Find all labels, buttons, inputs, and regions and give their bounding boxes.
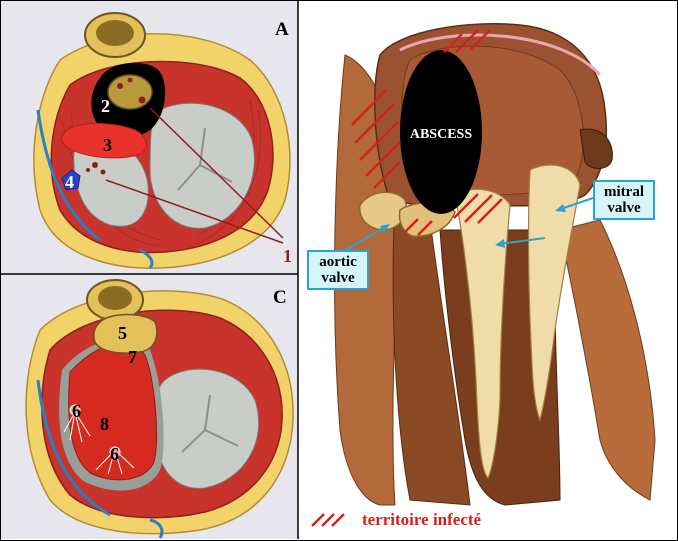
panel-c-label-5: 5 bbox=[118, 323, 127, 343]
panel-a-aorta-lumen bbox=[96, 20, 134, 46]
abscess-label: ABSCESS bbox=[410, 127, 472, 142]
mitral-valve-label: mitral valve bbox=[593, 180, 655, 220]
aortic-valve-label-line-1: aortic bbox=[313, 254, 363, 270]
legend-text: territoire infecté bbox=[362, 510, 481, 530]
aortic-valve-label-line-2: valve bbox=[313, 270, 363, 286]
panel-a-label-2: 2 bbox=[101, 96, 110, 116]
aortic-valve-label: aortic valve bbox=[307, 250, 369, 290]
panel-c-label-6b: 6 bbox=[110, 444, 119, 464]
panel-c bbox=[26, 280, 293, 538]
panel-c-label-8: 8 bbox=[100, 414, 109, 434]
panel-c-aorta-lumen bbox=[98, 286, 132, 310]
panel-c-label-7: 7 bbox=[128, 347, 137, 367]
mitral-valve-label-line-1: mitral bbox=[599, 184, 649, 200]
mitral-valve-label-line-2: valve bbox=[599, 200, 649, 216]
panel-c-letter: C bbox=[273, 287, 287, 308]
panel-a-letter: A bbox=[275, 19, 289, 40]
panel-a-label-1: 1 bbox=[283, 246, 292, 266]
panel-c-label-6a: 6 bbox=[72, 401, 81, 421]
panel-a-label-3: 3 bbox=[103, 135, 112, 155]
panel-a-label-4: 4 bbox=[65, 172, 74, 192]
